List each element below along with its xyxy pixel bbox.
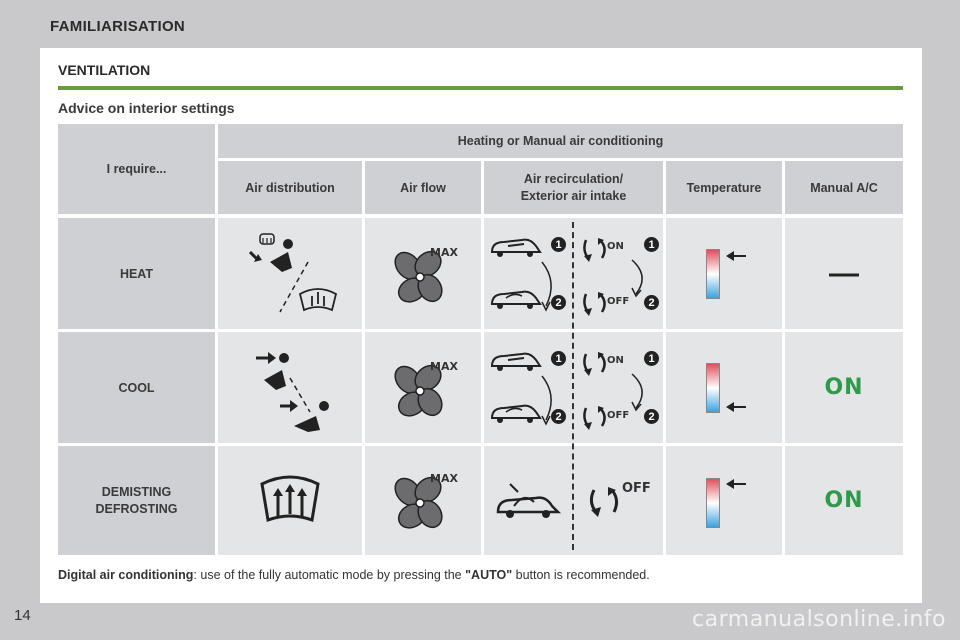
car-exterior-air-icon <box>496 483 562 518</box>
section-divider <box>58 86 903 90</box>
recirc-off-label: OFF <box>607 410 630 421</box>
header-title: FAMILIARISATION <box>50 18 186 35</box>
step-1-badge: 1 <box>551 237 566 252</box>
column-header-air-distribution: Air distribution <box>218 161 362 214</box>
row-label: DEMISTING DEFROSTING <box>95 484 178 516</box>
recirc-off-label: OFF <box>607 296 630 307</box>
footnote: Digital air conditioning: use of the ful… <box>58 568 650 582</box>
corner-label-cell: I require... <box>58 124 215 214</box>
cell-cool-ac: ON <box>785 332 903 443</box>
cell-heat-ac: — <box>785 218 903 329</box>
watermark: carmanualsonline.info <box>692 607 946 632</box>
cell-demist-ac: ON <box>785 446 903 555</box>
row-label-demisting: DEMISTING DEFROSTING <box>58 446 215 555</box>
column-header-label: Manual A/C <box>810 180 878 195</box>
arrow-hot-icon <box>726 251 746 261</box>
step-1-badge: 1 <box>644 237 659 252</box>
column-header-temperature: Temperature <box>666 161 782 214</box>
cell-heat-distribution <box>218 218 362 329</box>
air-to-face-icon <box>256 352 329 432</box>
step-2-badge: 2 <box>644 409 659 424</box>
row-label-cool: COOL <box>58 332 215 443</box>
cell-cool-temperature <box>666 332 782 443</box>
temperature-gauge-icon <box>706 249 720 299</box>
step-1-badge: 1 <box>551 351 566 366</box>
column-header-label: Air flow <box>400 180 446 195</box>
sequence-arrow-icon <box>631 259 643 298</box>
step-1-badge: 1 <box>644 351 659 366</box>
column-header-recirculation: Air recirculation/ Exterior air intake <box>484 161 663 214</box>
temperature-gauge-icon <box>706 478 720 528</box>
row-label-heat: HEAT <box>58 218 215 329</box>
fan-max-label: MAX <box>430 472 458 485</box>
fan-max-label: MAX <box>430 246 458 259</box>
ac-on-label: ON <box>824 488 864 513</box>
temperature-gauge-icon <box>706 363 720 413</box>
step-2-badge: 2 <box>551 295 566 310</box>
car-recirculation-sequence-icon <box>490 352 552 426</box>
cell-heat-temperature <box>666 218 782 329</box>
fan-max-icon <box>394 250 443 303</box>
arrow-cold-icon <box>726 402 746 412</box>
recirc-off-label: OFF <box>622 481 651 496</box>
cell-demist-temperature <box>666 446 782 555</box>
fan-max-icon <box>394 364 443 417</box>
ac-off-dash: — <box>829 256 859 290</box>
cell-cool-distribution <box>218 332 362 443</box>
footnote-text-1: : use of the fully automatic mode by pre… <box>193 568 466 582</box>
ac-on-label: ON <box>824 375 864 400</box>
sequence-arrow-icon <box>631 373 643 412</box>
column-header-label: Temperature <box>686 180 762 195</box>
group-header-cell: Heating or Manual air conditioning <box>218 124 903 158</box>
air-to-feet-and-windscreen-icon <box>248 233 338 313</box>
section-subtitle: Advice on interior settings <box>58 100 235 116</box>
recirculation-arrows-icon <box>583 352 606 430</box>
section-title: VENTILATION <box>58 62 151 78</box>
group-header: Heating or Manual air conditioning <box>457 134 664 148</box>
footnote-lead: Digital air conditioning <box>58 568 194 582</box>
footnote-key: "AUTO" <box>465 568 513 582</box>
recirculation-arrows-icon <box>583 238 606 316</box>
fan-max-icon <box>394 476 443 529</box>
fan-max-label: MAX <box>430 360 458 373</box>
corner-label: I require... <box>106 162 167 176</box>
column-header-label: Air recirculation/ Exterior air intake <box>520 171 627 203</box>
footnote-text-2: button is recommended. <box>512 568 650 582</box>
car-recirculation-sequence-icon <box>490 238 552 312</box>
page-number: 14 <box>14 607 31 624</box>
column-header-label: Air distribution <box>245 180 335 195</box>
step-2-badge: 2 <box>551 409 566 424</box>
row-label: COOL <box>118 380 155 395</box>
arrow-hot-icon <box>726 479 746 489</box>
recirc-on-label: ON <box>607 355 624 366</box>
recirc-on-label: ON <box>607 241 624 252</box>
column-header-air-flow: Air flow <box>365 161 481 214</box>
recirculation-arrows-icon <box>589 487 619 517</box>
row-label: HEAT <box>119 266 154 281</box>
windscreen-demist-icon <box>260 475 320 523</box>
step-2-badge: 2 <box>644 295 659 310</box>
column-header-manual-ac: Manual A/C <box>785 161 903 214</box>
recirc-dashed-divider <box>572 222 574 550</box>
